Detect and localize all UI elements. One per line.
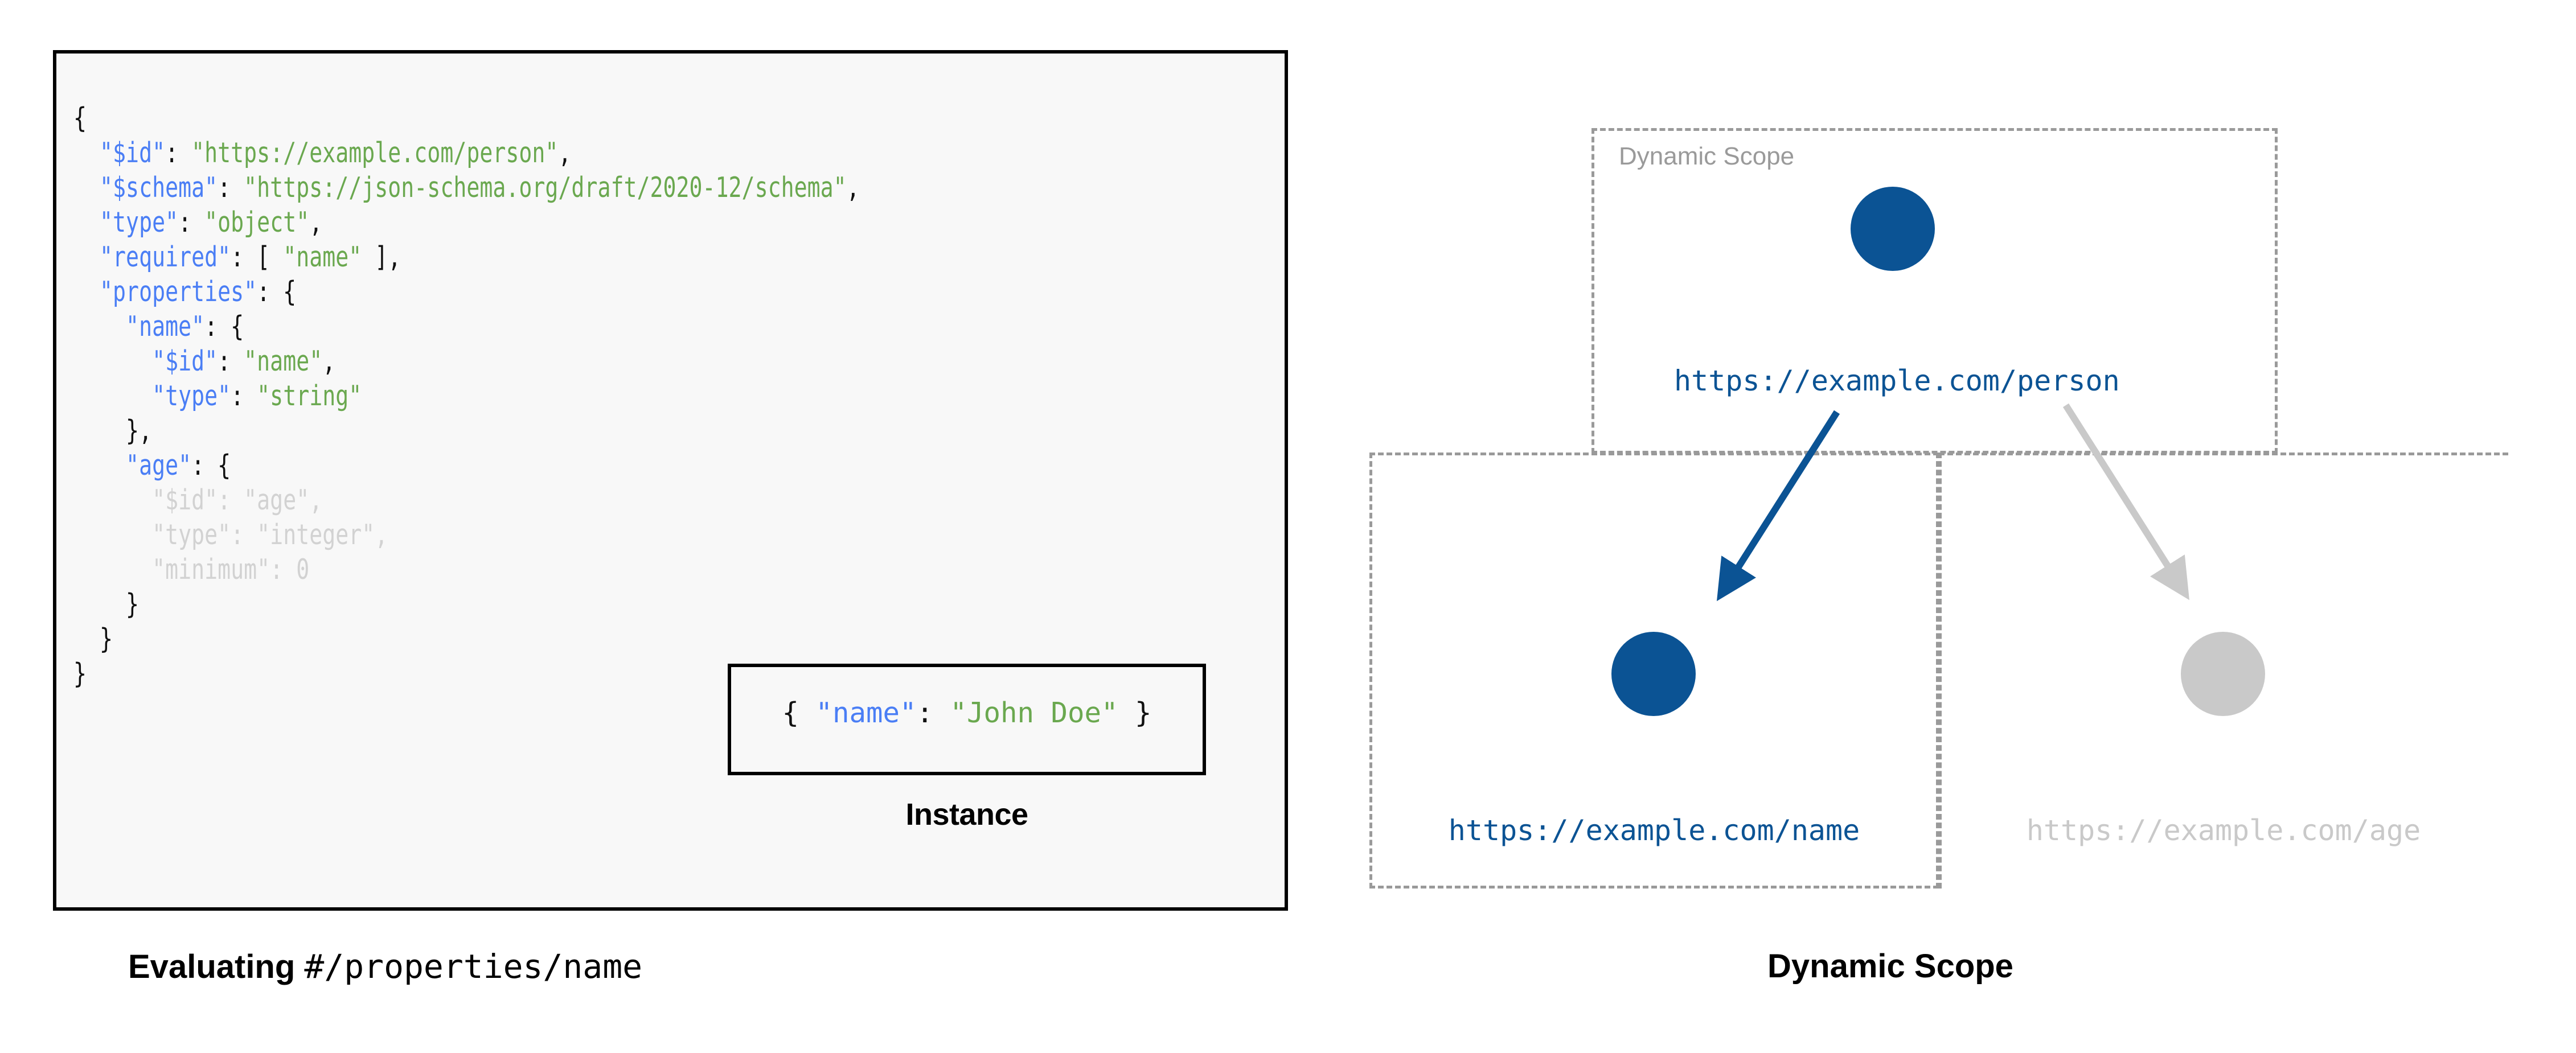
code-token: : — [218, 345, 244, 377]
code-token: : { — [191, 449, 231, 482]
dynamic-scope-box-person — [1591, 128, 2278, 454]
code-token: "type" — [152, 519, 231, 551]
code-token: : — [218, 171, 244, 204]
dynamic-scope-box-label: Dynamic Scope — [1619, 142, 1795, 170]
code-token: "string" — [257, 380, 362, 412]
code-token: "$schema" — [100, 171, 218, 204]
instance-box: { "name": "John Doe" } — [728, 664, 1206, 775]
code-token: "required" — [100, 241, 231, 273]
code-token: , — [309, 484, 323, 516]
code-token: "$id" — [100, 137, 166, 169]
schema-code-listing: { "$id": "https://example.com/person", "… — [73, 101, 860, 691]
code-token: }, — [73, 414, 153, 447]
schema-code-panel: { "$id": "https://example.com/person", "… — [53, 50, 1288, 911]
instance-code-token: } — [1118, 697, 1152, 729]
dynamic-scope-box-age — [1939, 453, 2508, 889]
code-token: "name" — [126, 310, 205, 343]
code-token: "type" — [152, 380, 231, 412]
code-token: "name" — [283, 241, 362, 273]
code-token: , — [558, 137, 572, 169]
code-token: : — [231, 519, 257, 551]
code-token: } — [73, 623, 113, 655]
code-token: : — [270, 553, 297, 586]
code-token: "https://json-schema.org/draft/2020-12/s… — [244, 171, 847, 204]
code-token: "name" — [244, 345, 323, 377]
code-token: ], — [362, 241, 401, 273]
instance-code-token: { — [782, 697, 816, 729]
code-token: , — [846, 171, 860, 204]
node-circle-person — [1851, 187, 1935, 271]
code-token: "age" — [244, 484, 310, 516]
code-token: "$id" — [152, 345, 218, 377]
code-token: } — [73, 657, 87, 690]
instance-code: { "name": "John Doe" } — [731, 697, 1203, 729]
code-token: : [ — [231, 241, 284, 273]
node-label-person: https://example.com/person — [1674, 364, 2120, 397]
code-token: "minimum" — [152, 553, 270, 586]
code-token: , — [309, 206, 323, 238]
code-token: : { — [204, 310, 244, 343]
node-circle-age — [2181, 632, 2265, 716]
code-token: : — [178, 206, 205, 238]
caption-evaluating-pointer: #/properties/name — [304, 947, 643, 986]
code-token: } — [73, 588, 140, 620]
caption-evaluating-bold: Evaluating — [128, 948, 296, 985]
code-token: "object" — [204, 206, 310, 238]
instance-code-token: : — [916, 697, 950, 729]
node-label-age: https://example.com/age — [2026, 814, 2421, 847]
code-token: 0 — [296, 553, 310, 586]
dynamic-scope-box-name — [1369, 453, 1939, 889]
code-token: { — [73, 102, 87, 134]
node-label-name: https://example.com/name — [1448, 814, 1860, 847]
code-token: : — [231, 380, 257, 412]
code-token: "properties" — [100, 275, 257, 308]
code-token: "type" — [100, 206, 179, 238]
node-circle-name — [1611, 632, 1696, 716]
code-token: "age" — [126, 449, 192, 482]
instance-code-token: "name" — [815, 697, 917, 729]
code-token: : — [218, 484, 244, 516]
instance-caption: Instance — [905, 797, 1028, 832]
caption-evaluating: Evaluating #/properties/name — [128, 947, 642, 986]
code-token: "$id" — [152, 484, 218, 516]
code-token: : { — [257, 275, 297, 308]
code-token: "https://example.com/person" — [191, 137, 559, 169]
code-token: : — [165, 137, 192, 169]
instance-code-token: "John Doe" — [950, 697, 1118, 729]
caption-dynamic-scope: Dynamic Scope — [1767, 948, 2013, 985]
code-token: , — [322, 345, 336, 377]
code-token: , — [375, 519, 388, 551]
code-token: "integer" — [257, 519, 375, 551]
